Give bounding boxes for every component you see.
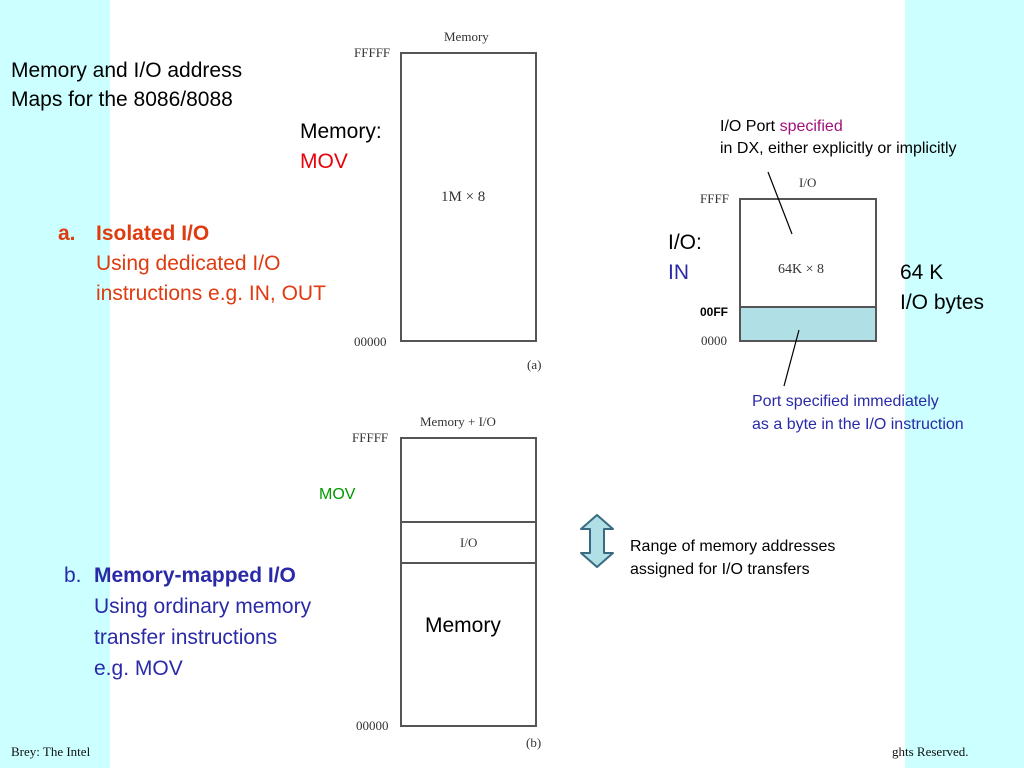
memory-instruction-label: Memory: MOV	[300, 117, 382, 177]
diagram-a-top-address: FFFFF	[354, 45, 391, 60]
io-label: I/O:	[668, 231, 702, 254]
port-immediate-line-2: as a byte in the I/O instruction	[752, 416, 964, 433]
io-instruction-label: I/O: IN	[668, 228, 702, 288]
title-line-2: Maps for the 8086/8088	[11, 88, 233, 111]
port-immediate-note: Port specified immediately as a byte in …	[752, 390, 964, 436]
memory-label: Memory:	[300, 120, 382, 143]
memory-mapped-line-1: Using ordinary memory	[94, 595, 312, 618]
diagram-b-memory-label: Memory	[425, 614, 501, 637]
io-port-prefix: I/O Port	[720, 118, 780, 135]
io-diagram-bottom-address: 0000	[701, 333, 727, 348]
io-diagram-content: 64K × 8	[778, 262, 825, 277]
footer-left: Brey: The Intel	[11, 744, 91, 759]
diagram-b-caption: (b)	[526, 735, 542, 750]
range-line-2: assigned for I/O transfers	[630, 561, 810, 578]
diagram-b-memory-box	[400, 437, 537, 727]
io-in-instruction: IN	[668, 261, 689, 284]
title-line-1: Memory and I/O address	[11, 59, 243, 82]
port-immediate-line-1: Port specified immediately	[752, 393, 939, 410]
memory-mapped-marker: b.	[64, 564, 82, 587]
io-port-line-2: in DX, either explicitly or implicitly	[720, 140, 957, 157]
range-line-1: Range of memory addresses	[630, 538, 836, 555]
io-region-divider	[741, 306, 875, 308]
diagram-b-io-bottom-divider	[402, 562, 535, 564]
io-diagram-box	[739, 198, 877, 342]
io-size-label: 64 K I/O bytes	[900, 258, 984, 318]
memory-mov-instruction: MOV	[300, 150, 348, 173]
diagram-a-memory-box	[400, 52, 537, 342]
diagram-a-bottom-address: 00000	[354, 334, 387, 349]
diagram-a-content: 1M × 8	[441, 189, 486, 205]
diagram-b-top-address: FFFFF	[352, 430, 389, 445]
mapped-mov-label: MOV	[319, 486, 356, 503]
diagram-a-caption: (a)	[527, 357, 542, 372]
range-double-arrow-icon	[580, 514, 614, 568]
io-fixed-port-region	[741, 307, 875, 340]
diagram-b-bottom-address: 00000	[356, 718, 389, 733]
diagram-a-title: Memory	[444, 29, 489, 44]
isolated-io-heading: Isolated I/O	[96, 222, 210, 245]
diagram-b-io-label: I/O	[460, 535, 478, 550]
io-port-specified: specified	[779, 118, 843, 135]
io-size-line-2: I/O bytes	[900, 291, 985, 314]
diagram-b-title: Memory + I/O	[420, 414, 496, 429]
range-note: Range of memory addresses assigned for I…	[630, 535, 835, 581]
memory-mapped-line-3: e.g. MOV	[94, 657, 183, 680]
io-port-note: I/O Port specified in DX, either explici…	[720, 116, 957, 160]
io-diagram-mid-address: 00FF	[700, 305, 729, 319]
memory-mapped-section: b. Memory-mapped I/O Using ordinary memor…	[64, 560, 311, 684]
footer-right: ghts Reserved.	[892, 744, 969, 759]
io-diagram-title: I/O	[799, 175, 817, 190]
slide-title: Memory and I/O address Maps for the 8086…	[11, 56, 242, 114]
isolated-io-marker: a.	[58, 222, 76, 245]
slide-panel	[110, 0, 905, 768]
io-size-line-1: 64 K	[900, 261, 944, 284]
memory-mapped-line-2: transfer instructions	[94, 626, 278, 649]
io-diagram-top-address: FFFF	[700, 191, 729, 206]
diagram-b-io-top-divider	[402, 521, 535, 523]
isolated-io-line-2: instructions e.g. IN, OUT	[96, 282, 326, 305]
memory-mapped-heading: Memory-mapped I/O	[94, 564, 296, 587]
isolated-io-line-1: Using dedicated I/O	[96, 252, 281, 275]
isolated-io-section: a. Isolated I/O Using dedicated I/O instr…	[58, 219, 326, 309]
